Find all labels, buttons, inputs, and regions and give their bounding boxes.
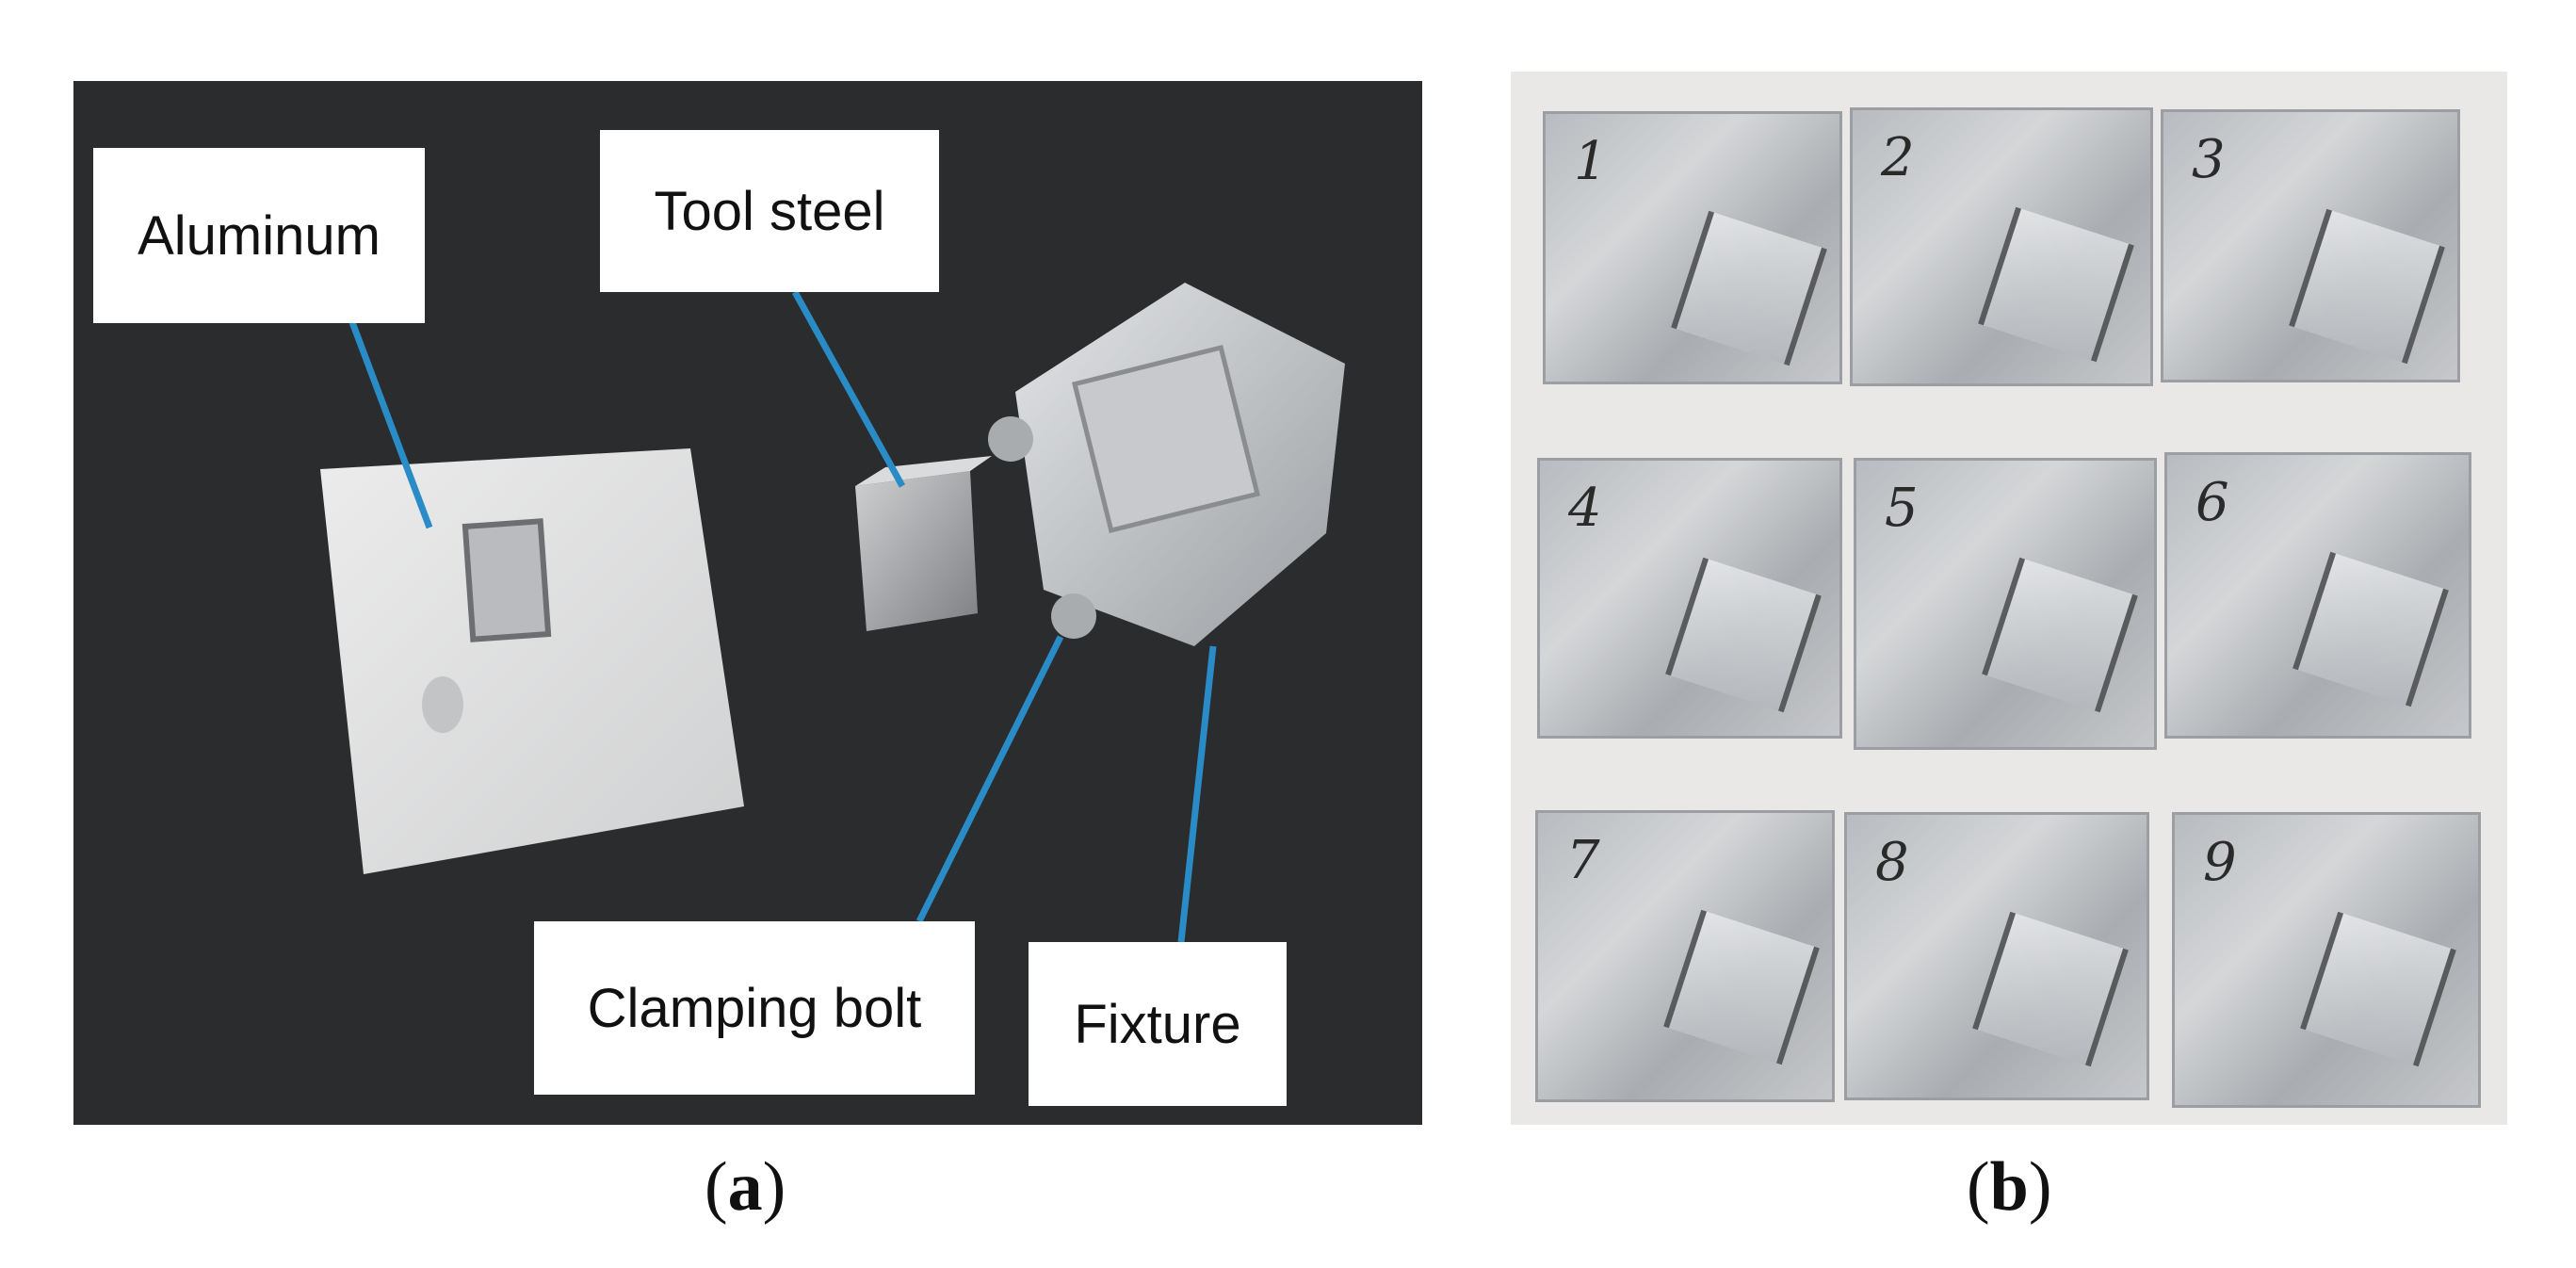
sheet-number: 2 (1881, 127, 1915, 188)
leader-fixture (1177, 645, 1217, 943)
sheet-dent (1671, 210, 1827, 366)
caption-b: (b) (1967, 1148, 2052, 1226)
clamping-bolt-top (988, 416, 1033, 462)
photo-a-illustration (320, 283, 1345, 943)
sheet-number: 4 (1568, 478, 1602, 539)
leader-aluminum (348, 320, 433, 529)
sheet-7: 7 (1535, 810, 1835, 1102)
caption-a: (a) (705, 1148, 786, 1226)
label-tool-steel-text: Tool steel (654, 180, 885, 242)
sheet-dent (2300, 911, 2456, 1067)
label-clamping-bolt-text: Clamping bolt (587, 977, 922, 1039)
label-tool-steel: Tool steel (600, 130, 939, 292)
sheet-2: 2 (1850, 107, 2153, 386)
aluminum-dent (462, 518, 552, 642)
sheet-number: 7 (1566, 830, 1600, 891)
photo-panel-b: 1 2 3 4 5 6 7 8 9 (1511, 72, 2507, 1125)
sheet-number: 1 (1574, 131, 1608, 192)
aluminum-spot (422, 676, 463, 733)
sheet-1: 1 (1543, 111, 1842, 384)
photo-panel-a: Aluminum Tool steel Clamping bolt Fixtur… (73, 81, 1422, 1125)
sheet-dent (1978, 206, 2134, 363)
sheet-number: 8 (1875, 832, 1909, 893)
label-aluminum: Aluminum (93, 148, 425, 323)
leader-clamping-bolt (915, 635, 1064, 923)
label-aluminum-text: Aluminum (138, 204, 381, 267)
label-fixture: Fixture (1029, 942, 1287, 1106)
sheet-9: 9 (2172, 812, 2481, 1108)
sheet-number: 6 (2195, 472, 2229, 533)
caption-b-letter: b (1989, 1148, 2029, 1226)
sheet-4: 4 (1537, 458, 1842, 739)
sheet-number: 3 (2192, 129, 2226, 190)
sheet-6: 6 (2164, 452, 2471, 739)
label-clamping-bolt: Clamping bolt (534, 921, 975, 1095)
sheet-dent (1663, 909, 1820, 1065)
label-fixture-text: Fixture (1074, 993, 1241, 1055)
leader-tool-steel (791, 290, 906, 488)
sheet-dent (1972, 911, 2129, 1067)
fixture-slot (1071, 344, 1261, 534)
sheet-number: 5 (1885, 478, 1919, 539)
sheet-number: 9 (2203, 832, 2237, 893)
tool-steel-block (855, 471, 978, 631)
sheet-dent (1982, 557, 2138, 713)
sheet-dent (2289, 208, 2445, 365)
sheet-8: 8 (1844, 812, 2149, 1100)
aluminum-sheet (320, 448, 744, 874)
sheet-dent (2292, 551, 2449, 707)
clamping-bolt-bottom (1051, 593, 1096, 639)
sheet-3: 3 (2161, 109, 2460, 382)
caption-a-letter: a (727, 1148, 763, 1226)
sheet-5: 5 (1854, 458, 2157, 750)
sheet-dent (1665, 557, 1822, 713)
